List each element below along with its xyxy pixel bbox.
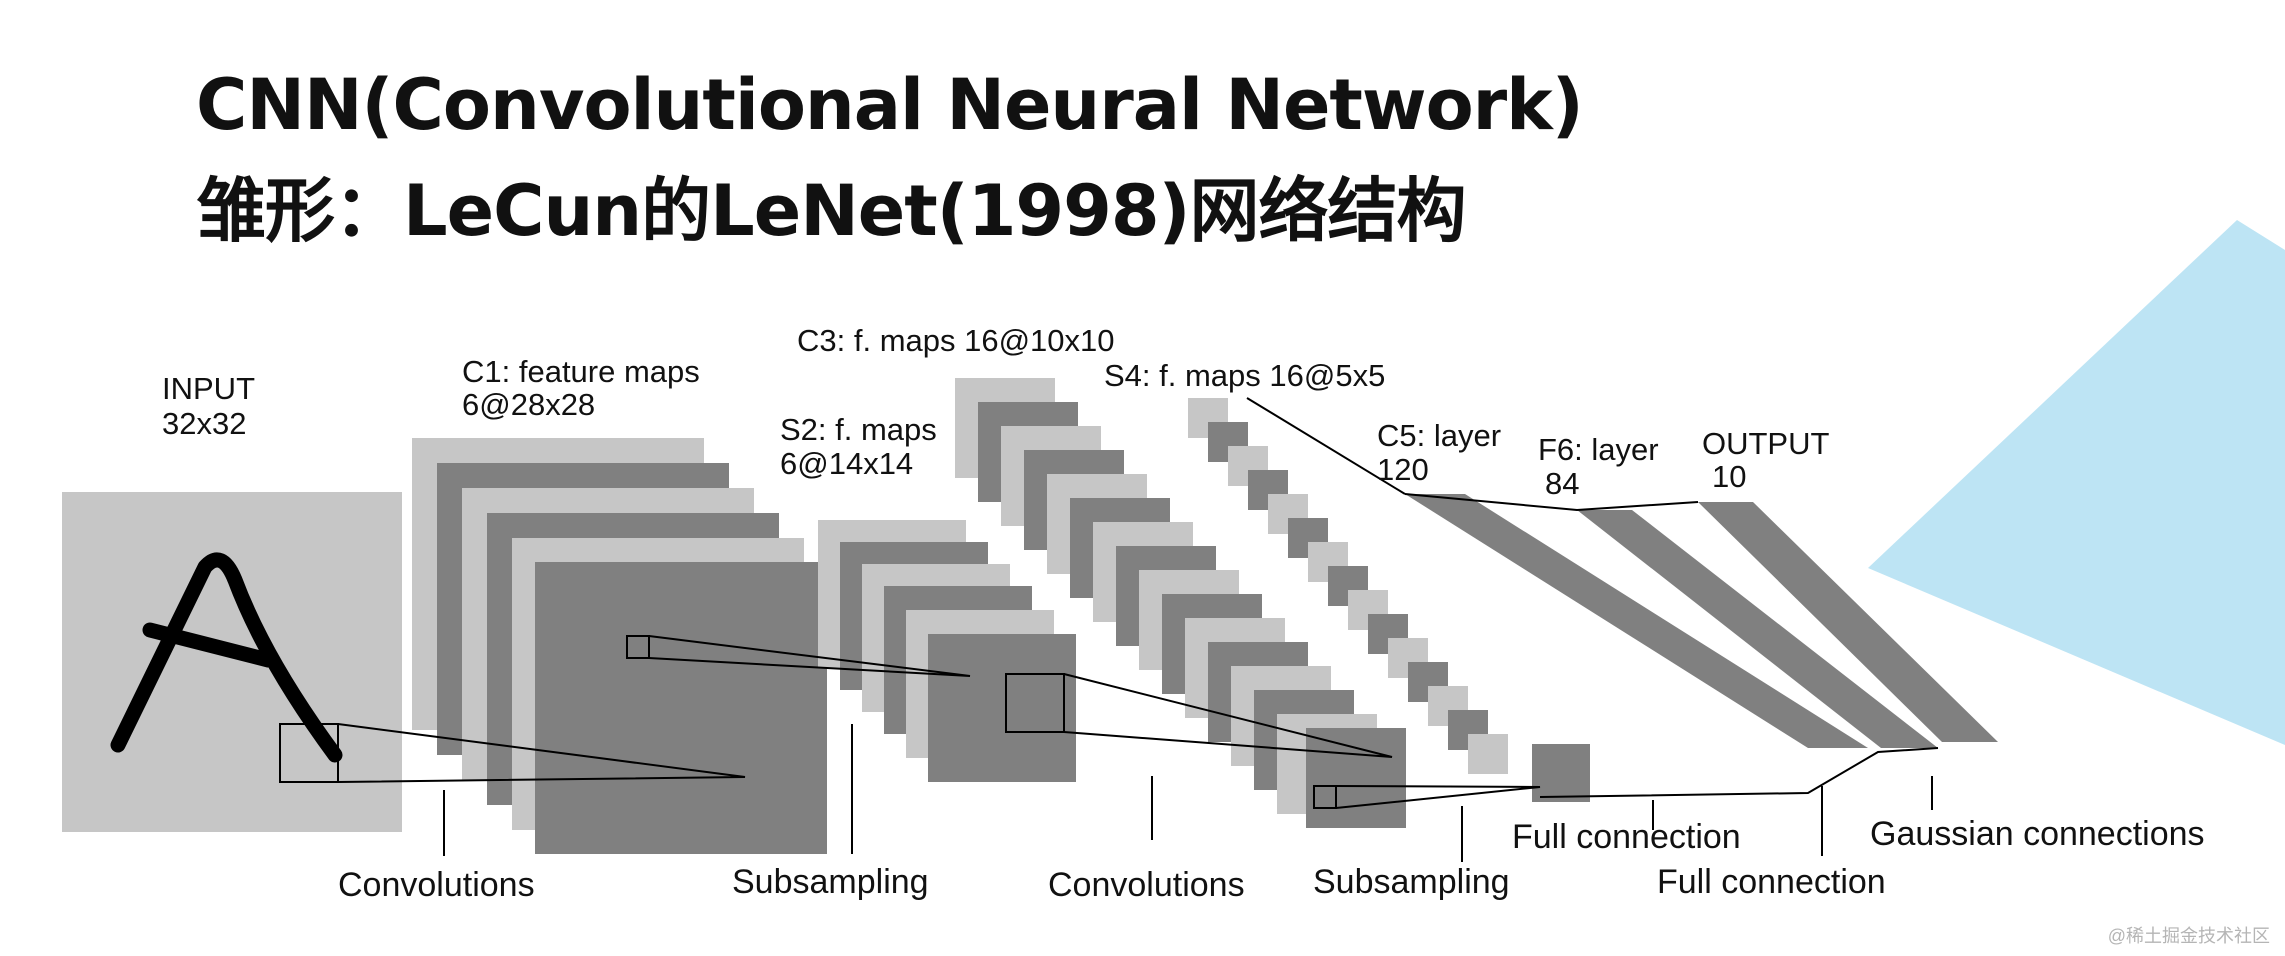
watermark-text: @稀土掘金技术社区 — [2108, 926, 2270, 946]
caption-convolutions-2: Convolutions — [1048, 866, 1245, 904]
c5-label: C5: layer — [1377, 418, 1501, 453]
input-layer — [62, 492, 402, 832]
caption-gaussian-connections: Gaussian connections — [1870, 815, 2205, 853]
caption-subsampling-1: Subsampling — [732, 863, 929, 901]
f6-size: 84 — [1545, 466, 1579, 501]
input-label: INPUT — [162, 371, 255, 406]
fully-connected-layers — [1404, 493, 1998, 798]
caption-full-connection-2: Full connection — [1657, 863, 1886, 901]
slide-title-line-2: 雏形：LeCun的LeNet(1998)网络结构 — [196, 170, 1467, 252]
c1-receptive-field — [626, 635, 650, 659]
c1-size: 6@28x28 — [462, 387, 595, 422]
c3-feature-maps — [955, 378, 1406, 828]
slide-title-line-1: CNN(Convolutional Neural Network) — [196, 64, 1584, 146]
decorative-triangle — [1868, 220, 2285, 745]
handwritten-a-glyph — [110, 552, 343, 763]
output-layer-bar — [1698, 502, 1998, 742]
s2-size: 6@14x14 — [780, 446, 913, 481]
caption-subsampling-2: Subsampling — [1313, 863, 1510, 901]
f6-label: F6: layer — [1538, 432, 1659, 467]
s2-label: S2: f. maps — [780, 412, 937, 447]
input-image — [62, 492, 402, 832]
input-receptive-field — [279, 723, 339, 783]
s2-feature-maps — [818, 520, 1076, 782]
s4-label: S4: f. maps 16@5x5 — [1104, 358, 1385, 393]
c5-layer-bar — [1405, 494, 1868, 748]
handwritten-a-crossbar — [142, 622, 276, 668]
c5-size: 120 — [1377, 452, 1429, 487]
c3-label: C3: f. maps 16@10x10 — [797, 323, 1115, 358]
projection-lines — [337, 397, 1541, 809]
s2-receptive-field — [1005, 673, 1065, 733]
s4-feature-maps — [1188, 398, 1590, 802]
caption-convolutions-1: Convolutions — [338, 866, 535, 904]
input-size: 32x32 — [162, 406, 246, 441]
c1-feature-maps — [412, 438, 827, 854]
output-size: 10 — [1712, 459, 1746, 494]
c3-receptive-field — [1313, 785, 1337, 809]
c1-label: C1: feature maps — [462, 354, 700, 389]
output-label: OUTPUT — [1702, 426, 1830, 461]
leader-lines — [443, 724, 1933, 862]
caption-full-connection-1: Full connection — [1512, 818, 1741, 856]
f6-layer-bar — [1577, 510, 1938, 748]
